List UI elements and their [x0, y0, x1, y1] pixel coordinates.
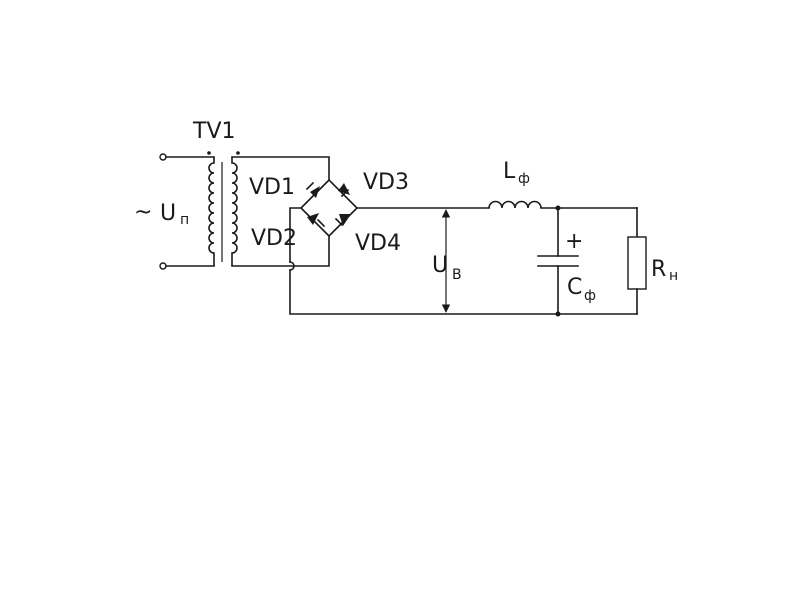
input-terminals — [159, 153, 215, 270]
bridge-input-wiring — [231, 156, 330, 267]
capacitor-label: C ф — [567, 275, 596, 304]
source-label: ~ U п — [134, 200, 189, 228]
load-resistor — [627, 207, 647, 315]
diode-bridge — [299, 178, 359, 238]
secondary-winding — [231, 157, 238, 266]
input-terminal-top — [159, 153, 167, 161]
input-terminal-bottom — [159, 262, 167, 270]
inductor-l-filter — [488, 200, 542, 209]
junction-dot-bottom — [555, 311, 561, 317]
capacitor-subscript: ф — [584, 288, 596, 304]
primary-polarity-dot — [207, 151, 211, 155]
diode-vd4 — [334, 214, 351, 227]
output-voltage-subscript: В — [452, 267, 462, 283]
diode-vd2 — [307, 213, 326, 228]
diode-vd4-label: VD4 — [355, 231, 401, 256]
source-subscript: п — [180, 212, 189, 228]
junction-dot-top — [555, 205, 561, 211]
resistor-label: R н — [651, 257, 678, 284]
resistor-symbol: R — [651, 257, 666, 282]
capacitor-plus-sign: + — [565, 229, 583, 254]
diode-vd1-label: VD1 — [249, 175, 295, 200]
secondary-polarity-dot — [236, 151, 240, 155]
diode-vd2-label: VD2 — [251, 226, 297, 251]
output-voltage-label: U В — [432, 253, 462, 283]
transformer-tv1 — [207, 151, 240, 266]
inductor-subscript: ф — [518, 171, 530, 187]
inductor-symbol: L — [503, 159, 516, 184]
resistor-subscript: н — [669, 268, 678, 284]
diode-vd1 — [305, 181, 320, 198]
transformer-label: TV1 — [192, 119, 236, 144]
diode-vd3 — [338, 183, 350, 198]
capacitor-c-filter — [537, 205, 579, 317]
diode-vd3-label: VD3 — [363, 170, 409, 195]
resistor-body — [627, 236, 647, 290]
source-tilde: ~ — [134, 200, 152, 225]
source-symbol: U — [160, 201, 176, 226]
primary-winding — [208, 157, 215, 266]
output-voltage-symbol: U — [432, 253, 448, 278]
capacitor-symbol: C — [567, 275, 582, 300]
inductor-label: L ф — [503, 159, 530, 187]
